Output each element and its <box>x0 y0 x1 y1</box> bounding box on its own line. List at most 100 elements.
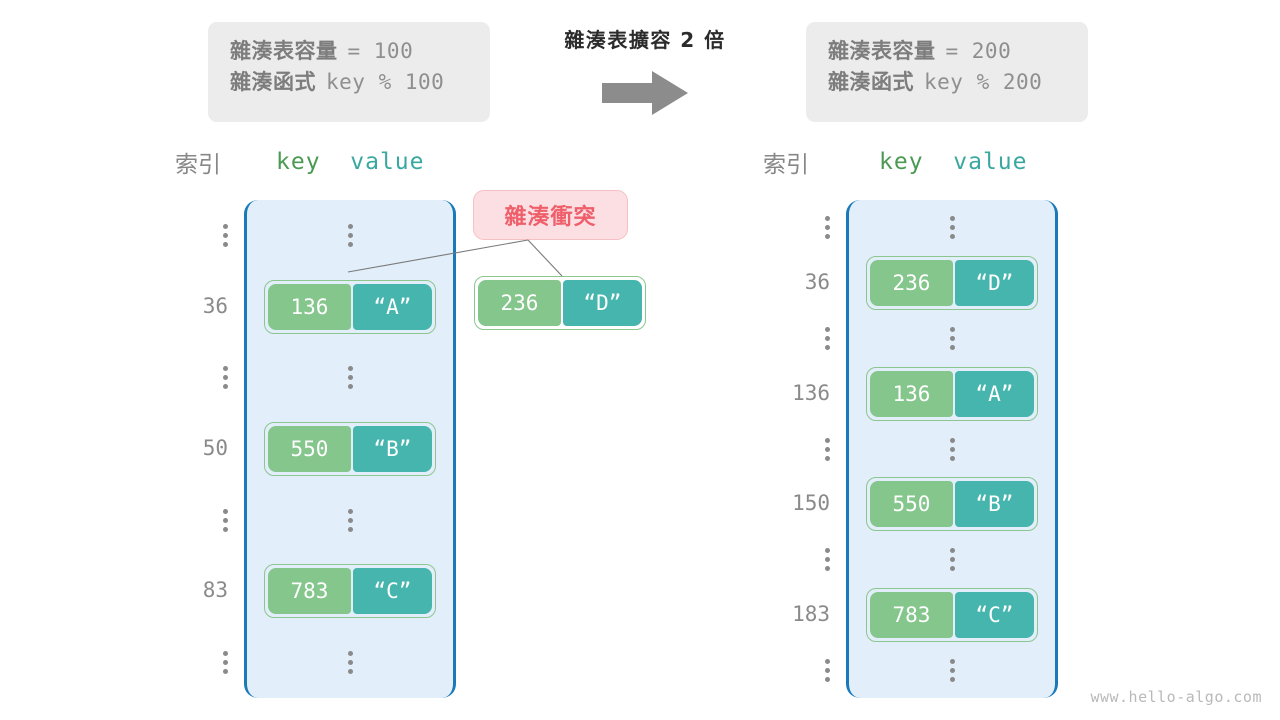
row-ellipsis <box>244 366 456 390</box>
entry[interactable]: 136“A” <box>264 279 436 334</box>
row-ellipsis <box>244 224 456 248</box>
header-space <box>321 149 351 175</box>
right-arrow-icon <box>520 70 770 116</box>
after-function-expr: key % 200 <box>924 70 1043 95</box>
row-ellipsis-icon <box>949 658 955 682</box>
before-kv-header: key value <box>276 146 425 178</box>
table-row[interactable]: 550“B” <box>846 477 1058 532</box>
after-capacity-expr: = 200 <box>945 39 1012 63</box>
after-info-box: 雜湊表容量 = 200 雜湊函式 key % 200 <box>806 22 1088 122</box>
entry-value: “C” <box>352 568 432 615</box>
after-function-line: 雜湊函式 key % 200 <box>828 67 1066 98</box>
transform-annotation: 雜湊表擴容 2 倍 <box>520 24 770 116</box>
entry-value: “B” <box>352 426 432 472</box>
index-ellipsis-icon <box>223 650 228 674</box>
row-index-label: 36 <box>202 293 228 318</box>
row-index-label: 136 <box>792 380 830 405</box>
index-ellipsis-icon <box>825 216 830 240</box>
row-ellipsis-icon <box>949 437 955 461</box>
entry-key: 136 <box>870 370 953 417</box>
row-ellipsis <box>244 650 456 674</box>
table-row[interactable]: 783“C” <box>846 588 1058 642</box>
row-index-label: 50 <box>202 436 228 460</box>
entry-key: 550 <box>870 481 953 528</box>
entry[interactable]: 236“D” <box>866 256 1038 310</box>
entry-value: “A” <box>352 283 432 330</box>
row-ellipsis <box>846 548 1058 572</box>
row-ellipsis-icon <box>949 548 955 572</box>
before-capacity-label: 雜湊表容量 <box>230 39 338 63</box>
index-ellipsis-icon <box>825 437 830 461</box>
table-row[interactable]: 550“B” <box>244 422 456 476</box>
index-ellipsis-icon <box>825 326 830 350</box>
row-ellipsis <box>846 658 1058 682</box>
entry-key: 783 <box>870 592 953 638</box>
after-value-header-label: value <box>953 149 1028 175</box>
index-ellipsis <box>758 326 830 350</box>
index-ellipsis-icon <box>825 658 830 682</box>
index-ellipsis-icon <box>223 366 228 390</box>
table-row[interactable]: 136“A” <box>244 279 456 334</box>
before-index-header-label: 索引 <box>175 152 221 178</box>
row-ellipsis <box>244 508 456 532</box>
index-ellipsis <box>170 650 228 674</box>
detached-entry-key: 236 <box>478 280 561 326</box>
index-ellipsis <box>758 216 830 240</box>
before-index-header: 索引 <box>175 146 221 178</box>
entry[interactable]: 550“B” <box>866 477 1038 532</box>
row-index-label: 36 <box>804 270 830 294</box>
entry[interactable]: 783“C” <box>264 564 436 619</box>
before-info-box: 雜湊表容量 = 100 雜湊函式 key % 100 <box>208 22 490 122</box>
table-row[interactable]: 136“A” <box>846 366 1058 421</box>
before-value-header-label: value <box>350 149 425 175</box>
index-ellipsis-icon <box>223 224 228 248</box>
index-ellipsis <box>170 366 228 390</box>
row-index-label: 83 <box>202 578 228 603</box>
row-index-label: 183 <box>792 602 830 626</box>
index-ellipsis <box>758 658 830 682</box>
watermark: www.hello-algo.com <box>1090 688 1262 706</box>
before-function-line: 雜湊函式 key % 100 <box>230 67 468 98</box>
row-ellipsis-icon <box>949 326 955 350</box>
index-ellipsis-icon <box>223 508 228 532</box>
after-kv-header: key value <box>879 146 1028 178</box>
row-index-label: 150 <box>792 491 830 516</box>
detached-entry-value: “D” <box>562 280 642 326</box>
index-ellipsis-icon <box>825 548 830 572</box>
row-ellipsis-icon <box>347 508 353 532</box>
after-key-header-label: key <box>879 149 924 175</box>
row-ellipsis <box>846 437 1058 461</box>
collision-callout: 雜湊衝突 <box>473 190 628 240</box>
after-index-header-label: 索引 <box>763 152 809 178</box>
entry-key: 236 <box>870 260 953 306</box>
detached-entry[interactable]: 236 “D” <box>474 276 646 330</box>
table-row[interactable]: 236“D” <box>846 256 1058 310</box>
transform-label: 雜湊表擴容 2 倍 <box>564 28 726 52</box>
row-ellipsis <box>846 216 1058 240</box>
entry[interactable]: 783“C” <box>866 588 1038 642</box>
entry[interactable]: 550“B” <box>264 422 436 476</box>
before-key-header-label: key <box>276 149 321 175</box>
row-ellipsis-icon <box>347 224 353 248</box>
before-capacity-line: 雜湊表容量 = 100 <box>230 36 468 67</box>
entry-value: “C” <box>954 592 1034 638</box>
row-ellipsis-icon <box>347 650 353 674</box>
entry-value: “D” <box>954 260 1034 306</box>
before-hash-table-panel: 索引 key value 36 136“A” 50 550“B” 83 783“C” <box>170 146 470 706</box>
before-function-label: 雜湊函式 <box>230 70 316 95</box>
table-row[interactable]: 783“C” <box>244 564 456 619</box>
after-function-label: 雜湊函式 <box>828 70 914 95</box>
before-function-expr: key % 100 <box>326 70 445 95</box>
before-capacity-expr: = 100 <box>347 39 414 63</box>
index-ellipsis <box>170 224 228 248</box>
index-ellipsis <box>170 508 228 532</box>
after-index-header: 索引 <box>763 146 809 178</box>
entry[interactable]: 136“A” <box>866 366 1038 421</box>
entry-value: “A” <box>954 370 1034 417</box>
index-ellipsis <box>758 437 830 461</box>
entry-value: “B” <box>954 481 1034 528</box>
index-ellipsis <box>758 548 830 572</box>
collision-callout-label: 雜湊衝突 <box>504 205 597 230</box>
